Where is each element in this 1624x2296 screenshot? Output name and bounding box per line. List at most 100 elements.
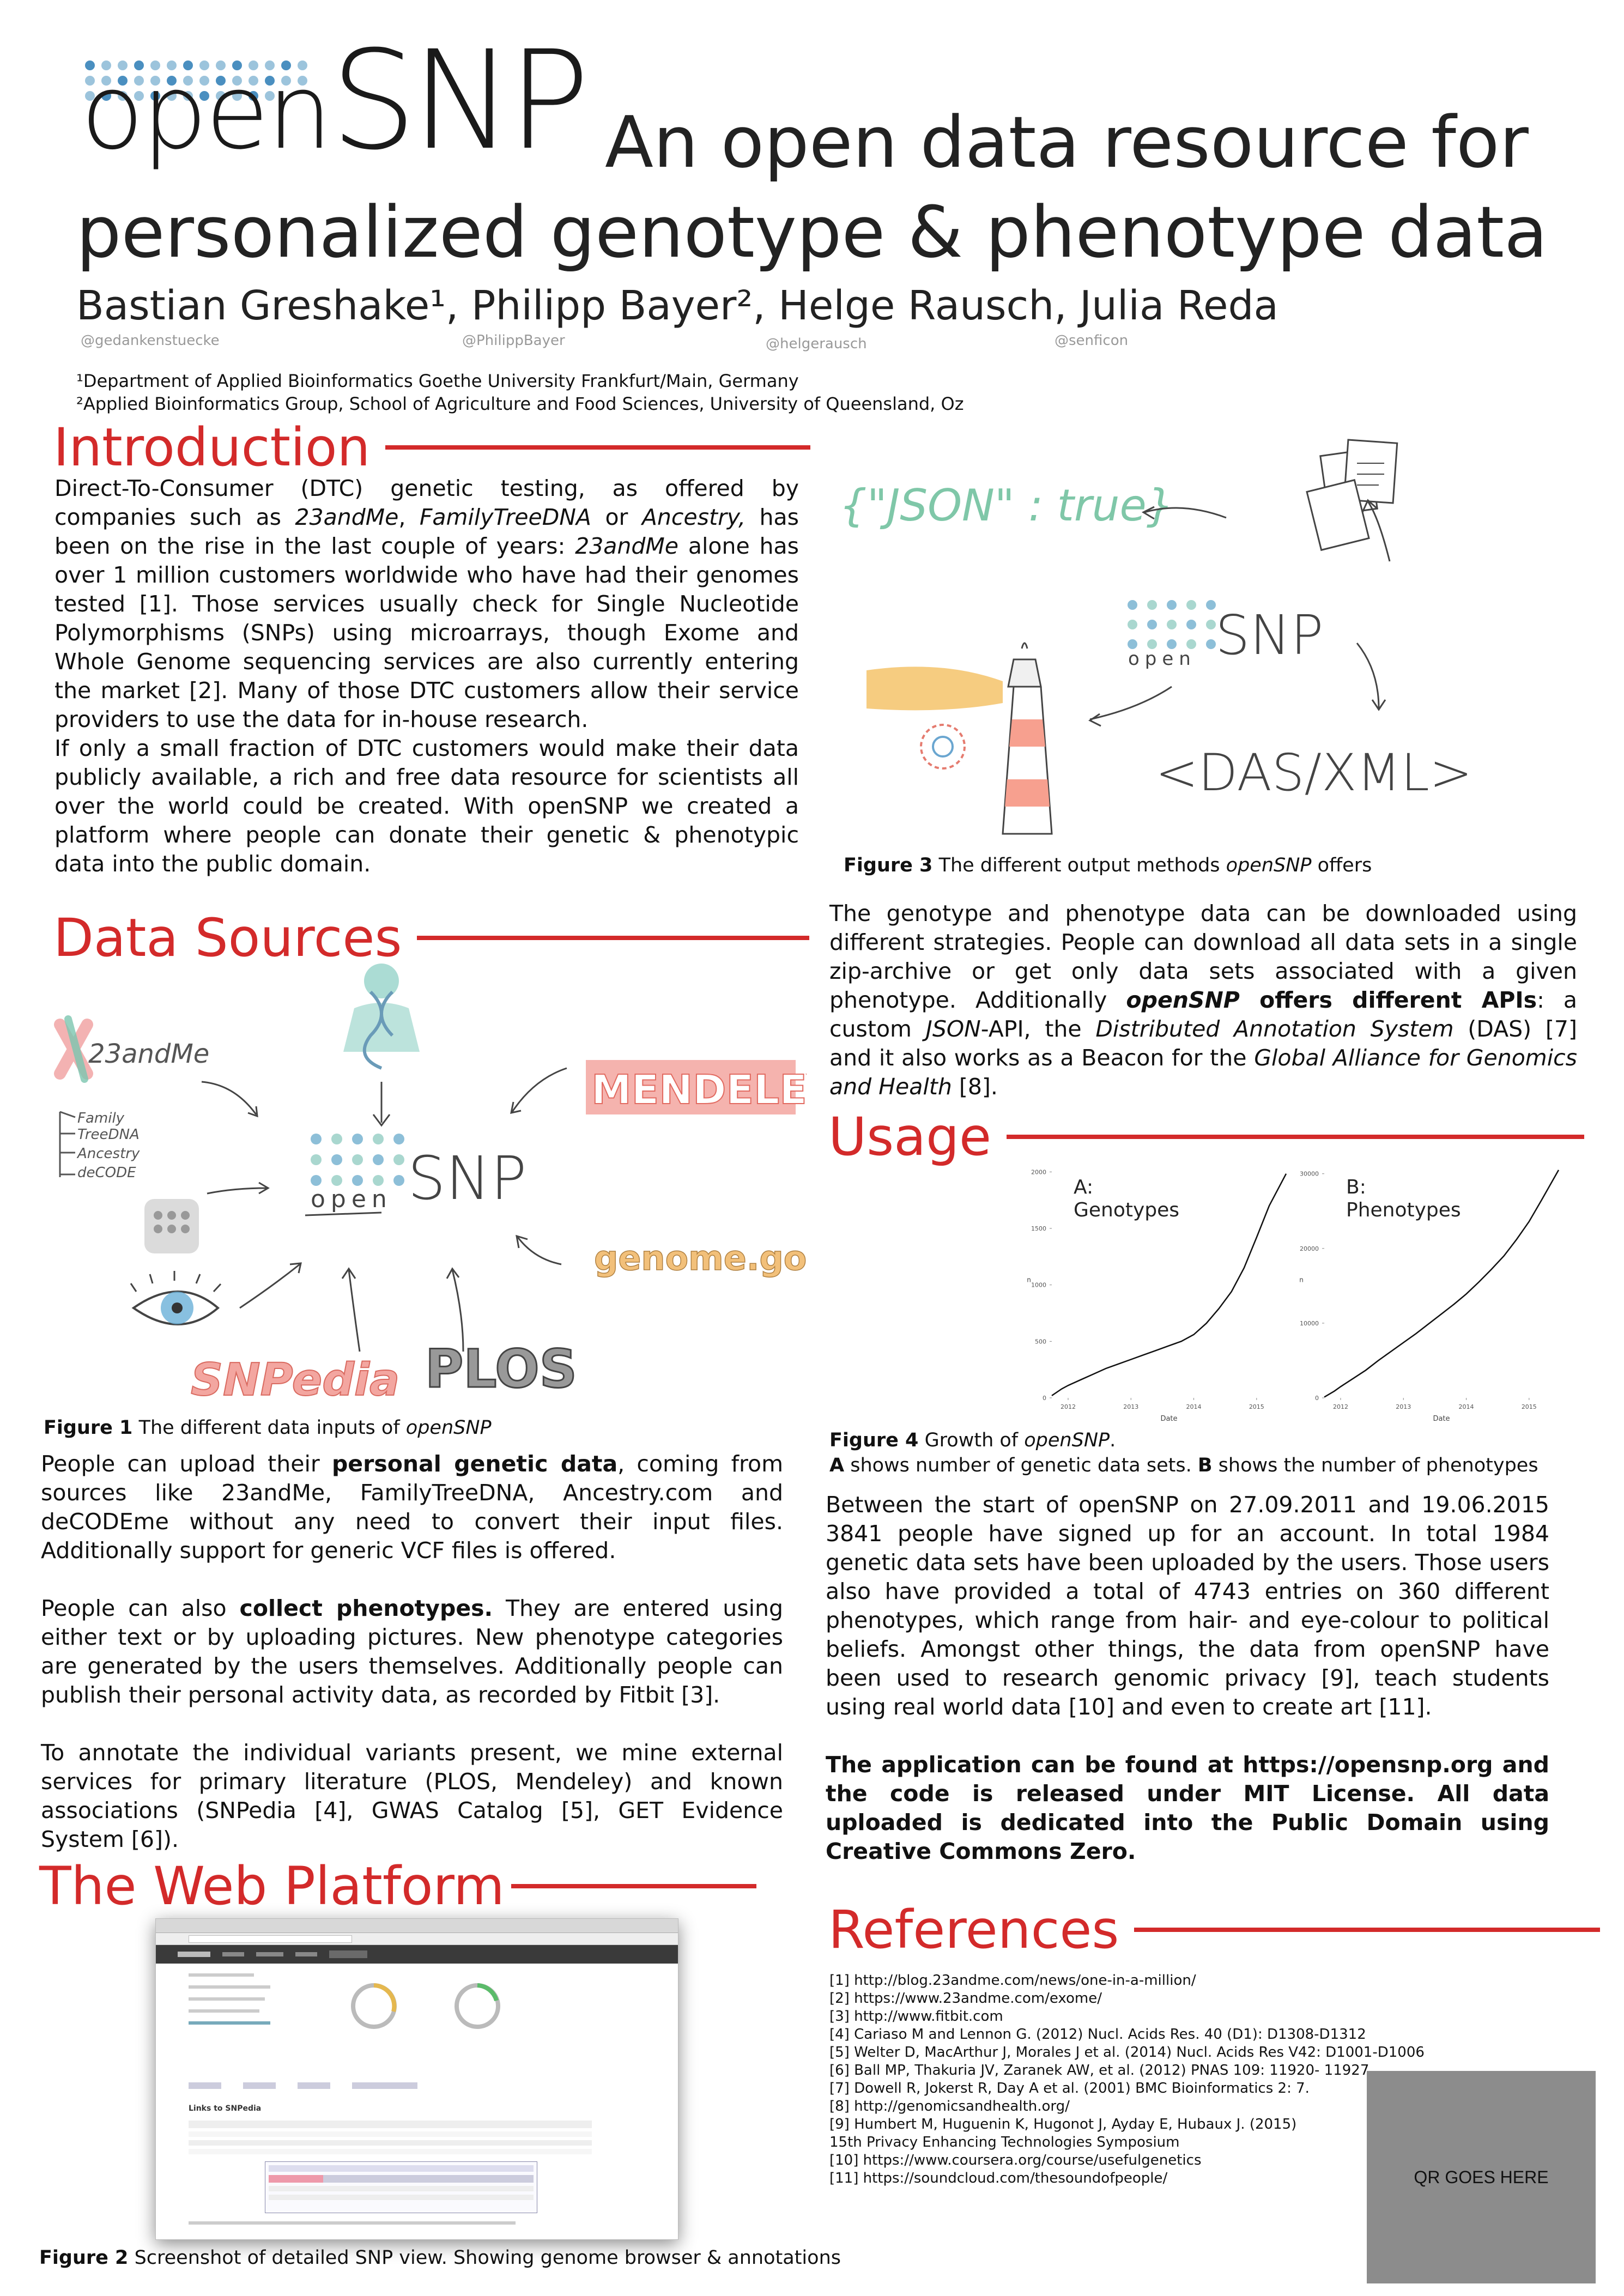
logo-dot	[393, 1154, 404, 1165]
logo-dot	[183, 76, 193, 86]
logo-dot	[150, 91, 160, 101]
handle-3[interactable]: @helgerausch	[766, 336, 867, 352]
y-tick-label: 0	[1315, 1395, 1319, 1402]
logo-dot	[216, 60, 226, 70]
section-title-introduction-text: Introduction	[53, 417, 371, 478]
x-tick-label: 2013	[1396, 1403, 1411, 1410]
mendeley-logo: MENDELEY	[586, 1060, 807, 1114]
logo-dot	[249, 91, 258, 101]
beacon-logo	[920, 724, 966, 770]
section-title-usage: Usage	[828, 1106, 1585, 1167]
reference-item[interactable]: [2] https://www.23andme.com/exome/	[829, 1990, 1102, 2007]
logo-dot	[183, 91, 193, 101]
documents-icon	[1306, 439, 1398, 552]
23andme-label: 23andMe	[88, 1039, 209, 1069]
logo-dots	[85, 60, 307, 101]
logo-dot	[1147, 620, 1157, 629]
reference-item[interactable]: [11] https://soundcloud.com/thesoundofpe…	[829, 2170, 1168, 2186]
logo-dot	[134, 76, 144, 86]
logo-dot	[216, 91, 226, 101]
center-snp-label: SNP	[408, 1143, 526, 1213]
logo-dot	[134, 91, 144, 101]
logo-dot	[118, 76, 128, 86]
chart-plot-area	[1324, 1166, 1559, 1398]
intro-text: Direct-To-Consumer (DTC) genetic testing…	[54, 474, 799, 879]
figure-4-caption: Figure 4 Growth of openSNP. A shows numb…	[829, 1429, 1538, 1476]
output-snp-label: SNP	[1215, 603, 1324, 667]
browser-address-bar	[156, 1933, 678, 1945]
logo-dot	[199, 60, 209, 70]
logo-dot	[118, 91, 128, 101]
reference-item[interactable]: [1] http://blog.23andme.com/news/one-in-…	[829, 1972, 1196, 1989]
logo-dot	[265, 76, 275, 86]
y-tick-label: 30000	[1300, 1171, 1319, 1178]
chart-panel-letter: A:	[1074, 1176, 1093, 1198]
section-title-introduction: Introduction	[53, 417, 811, 478]
reference-item[interactable]: [8] http://genomicsandhealth.org/	[829, 2098, 1070, 2115]
logo-dot	[298, 76, 307, 86]
site-navbar	[156, 1945, 678, 1964]
author-list: Bastian Greshake¹, Philipp Bayer², Helge…	[76, 282, 1278, 329]
logo-dot	[352, 1134, 363, 1144]
chart-plot-area	[1052, 1166, 1286, 1398]
opensnp-logo: openSNP	[81, 33, 590, 169]
treedna-label: TreeDNA	[77, 1126, 140, 1143]
reference-item: [9] Humbert M, Huguenin K, Hugonot J, Ay…	[829, 2116, 1297, 2133]
growth-line	[1051, 1173, 1287, 1396]
logo-dot	[249, 76, 258, 86]
intro-paragraph-2: If only a small fraction of DTC customer…	[54, 735, 799, 877]
logo-dot	[1186, 639, 1196, 649]
reference-item: [5] Welter D, MacArthur J, Morales J et …	[829, 2044, 1425, 2061]
logo-dot	[311, 1154, 322, 1165]
logo-dot	[265, 91, 275, 101]
x-tick-label: 2012	[1061, 1403, 1076, 1410]
logo-dot	[232, 91, 242, 101]
section-rule	[1134, 1928, 1601, 1932]
affiliation-1: ¹Department of Applied Bioinformatics Go…	[76, 371, 799, 391]
logo-dot	[1186, 600, 1196, 610]
logo-dot	[232, 60, 242, 70]
x-tick-label: 2014	[1186, 1403, 1202, 1410]
usage-paragraph-2: The application can be found at https://…	[826, 1752, 1549, 1864]
logo-dot	[167, 60, 177, 70]
center-open-label: open	[311, 1185, 392, 1213]
section-rule	[511, 1884, 756, 1888]
web-platform-screenshot: Links to SNPedia	[155, 1918, 678, 2240]
reference-item: [7] Dowell R, Jokerst R, Day A et al. (2…	[829, 2080, 1310, 2097]
reference-item[interactable]: [10] https://www.coursera.org/course/use…	[829, 2152, 1202, 2168]
usage-text: Between the start of openSNP on 27.09.20…	[826, 1491, 1549, 1866]
figure-1-caption: Figure 1 The different data inputs of op…	[44, 1417, 492, 1439]
logo-dot	[167, 91, 177, 101]
logo-dot	[373, 1175, 384, 1186]
y-tick-label: 1000	[1031, 1282, 1046, 1289]
chart-panel-title: Phenotypes	[1346, 1199, 1461, 1221]
y-tick-label: 1500	[1031, 1225, 1046, 1232]
logo-dot	[232, 76, 242, 86]
reference-item: [6] Ball MP, Thakuria JV, Zaranek AW, et…	[829, 2062, 1374, 2079]
logo-dot	[352, 1175, 363, 1186]
y-axis-label: n	[1027, 1276, 1031, 1284]
logo-dot	[1206, 600, 1216, 610]
handle-1[interactable]: @gedankenstuecke	[81, 332, 220, 349]
y-tick-label: 10000	[1300, 1320, 1319, 1327]
handle-2[interactable]: @PhilippBayer	[462, 332, 565, 349]
reference-item[interactable]: [3] http://www.fitbit.com	[829, 2008, 1003, 2025]
affiliation-2: ²Applied Bioinformatics Group, School of…	[76, 393, 964, 414]
figure-3-caption: Figure 3 The different output methods op…	[844, 855, 1372, 876]
reference-list: [1] http://blog.23andme.com/news/one-in-…	[829, 1972, 1425, 2188]
qr-placeholder-text: QR GOES HERE	[1414, 2167, 1549, 2187]
logo-dot	[1128, 639, 1137, 649]
logo-dot	[393, 1134, 404, 1144]
handle-4[interactable]: @senficon	[1055, 332, 1129, 349]
reference-item: [4] Cariaso M and Lennon G. (2012) Nucl.…	[829, 2026, 1366, 2043]
23andme-logo: 23andMe	[54, 1015, 209, 1083]
output-methods-text: The genotype and phenotype data can be d…	[829, 900, 1578, 1100]
snpedia-links-table	[189, 2121, 592, 2154]
das-xml-label: <DAS/XML>	[1155, 743, 1472, 803]
section-rule	[1007, 1135, 1585, 1139]
poster-title-line2: personalized genotype & phenotype data	[76, 191, 1548, 274]
output-opensnp-logo: open SNP	[1128, 600, 1324, 670]
figure-3-arrows	[1088, 499, 1391, 727]
